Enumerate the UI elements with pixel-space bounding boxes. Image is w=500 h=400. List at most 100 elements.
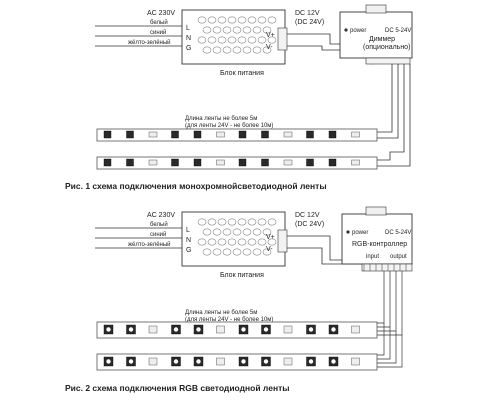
vent-hole [257, 238, 267, 246]
vent-hole [257, 218, 267, 226]
vent-hole [202, 228, 212, 236]
figure-1-caption: Рис. 1 схема подключения монохромнойсвет… [65, 181, 327, 191]
rgb-out-3a [377, 271, 397, 332]
dc-output-label-2: DC 12V [295, 212, 320, 219]
dimmer-mount-tab [365, 4, 387, 14]
vent-hole [247, 238, 257, 246]
dimmer-out-2 [377, 64, 399, 139]
led-chip [261, 158, 269, 167]
led-chip [306, 158, 314, 167]
resistor [351, 131, 360, 138]
rgb-out-4a [377, 271, 403, 336]
dimmer-out-1 [377, 64, 393, 133]
controller-terminals [361, 263, 413, 272]
resistor [148, 325, 158, 334]
dc-output-alt-label: (DC 24V) [295, 19, 324, 26]
vent-hole [267, 16, 277, 24]
resistor [216, 159, 225, 166]
vent-hole [262, 26, 272, 34]
strip-length-label-2: Длина ленты не более 5м [185, 310, 257, 316]
wire-white-label-2: белый [150, 221, 168, 228]
led-lens [331, 359, 336, 364]
vent-hole [237, 218, 247, 226]
vent-hole [222, 248, 232, 256]
vent-hole [262, 228, 272, 236]
vent-hole [262, 46, 272, 54]
power-indicator-label-2: power [352, 230, 368, 236]
resistor [148, 357, 158, 366]
term-vplus-label: V+ [266, 32, 275, 39]
led-chip [238, 130, 247, 139]
led-lens [128, 359, 134, 364]
vent-hole [252, 228, 262, 236]
vent-hole [207, 238, 217, 246]
vent-hole [207, 218, 217, 226]
led-lens [241, 359, 246, 364]
led-lens [241, 327, 246, 332]
vent-hole [227, 36, 237, 44]
led-chip [193, 158, 202, 167]
rgb-out-2b [377, 327, 391, 360]
resistor [148, 159, 158, 166]
vent-hole [237, 36, 247, 44]
vent-hole [242, 248, 252, 256]
psu-name-label: Блок питания [220, 70, 264, 77]
vent-hole [267, 36, 277, 44]
resistor [351, 325, 360, 334]
led-lens [173, 359, 179, 364]
resistor [283, 159, 293, 166]
led-lens [128, 327, 134, 332]
controller-range-label-2: DC 5-24V [385, 230, 411, 236]
resistor [283, 131, 293, 138]
vent-hole [247, 36, 257, 44]
led-chip [328, 130, 337, 139]
term-g-label-2: G [186, 247, 191, 254]
dimmer-subtitle: (опционально) [363, 44, 410, 51]
psu-vent-holes [197, 16, 277, 54]
led-lens [331, 327, 336, 332]
rgb-strip-b-leds [103, 356, 360, 367]
term-vminus-label-2: V- [266, 246, 273, 253]
vent-hole [242, 46, 252, 54]
term-g-label: G [186, 45, 191, 52]
vent-hole [232, 228, 242, 236]
vent-hole [202, 46, 212, 54]
vent-hole [232, 46, 242, 54]
resistor [216, 131, 225, 138]
vent-hole [267, 218, 277, 226]
led-chip [238, 158, 247, 167]
led-chip [103, 158, 112, 167]
resistor [351, 357, 360, 366]
led-lens [106, 327, 111, 332]
vent-hole [242, 26, 252, 34]
vent-hole [247, 16, 257, 24]
strip-length-note-1: (для ленты 24V - не более 10м) [185, 123, 273, 129]
psu-vent-holes-2 [197, 218, 277, 256]
led-chip [126, 130, 134, 139]
vent-hole [212, 26, 222, 34]
controller-output-label: output [390, 254, 407, 260]
dimmer-out-4 [377, 64, 411, 167]
dimmer-out-3 [377, 64, 405, 161]
rgb-out-1a [377, 271, 385, 324]
dc-output-alt-label-2: (DC 24V) [295, 221, 324, 228]
rgb-out-3b [377, 331, 397, 364]
vent-hole [217, 36, 227, 44]
wire-blue-label-2: синий [150, 231, 166, 238]
dc-output-label: DC 12V [295, 10, 320, 17]
led-chip [103, 130, 112, 139]
vent-hole [232, 26, 242, 34]
led-lens [196, 327, 201, 332]
wire-yellow-green-label: жёлто-зелёный [128, 39, 171, 46]
vent-hole [222, 26, 232, 34]
vent-hole [222, 46, 232, 54]
controller-input-label: input [366, 254, 379, 260]
ac-input-label: AC 230V [147, 10, 175, 17]
vent-hole [202, 26, 212, 34]
vent-hole [232, 248, 242, 256]
led-lens [173, 327, 179, 332]
term-n-label-2: N [186, 237, 191, 244]
led-lens [263, 359, 269, 364]
vent-hole [257, 36, 267, 44]
